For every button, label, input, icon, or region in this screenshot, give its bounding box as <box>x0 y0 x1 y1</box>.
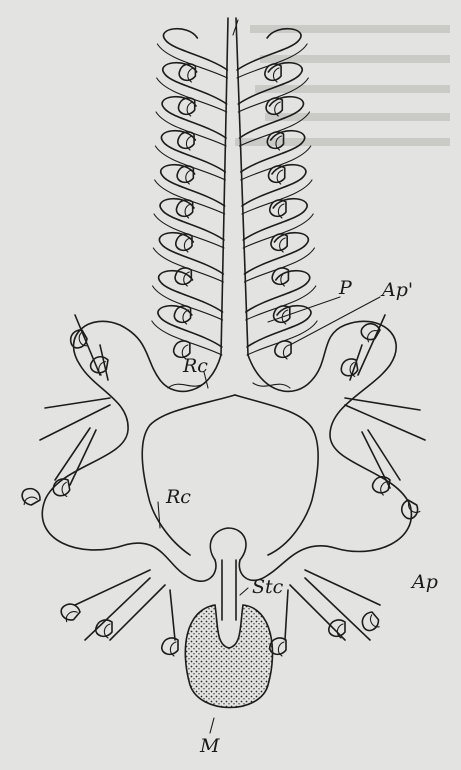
left-tentacle-bulb <box>174 306 190 324</box>
ring-tentacle-bulb <box>340 358 359 379</box>
left-branch <box>163 29 227 70</box>
left-branches <box>152 29 228 359</box>
left-branch-inner <box>154 214 224 248</box>
left-branch <box>159 233 223 274</box>
right-branch-inner <box>242 180 312 214</box>
right-tentacle-bulb <box>272 268 288 286</box>
label-P: P <box>338 277 353 299</box>
right-branch-inner <box>238 78 308 112</box>
label-Stc: Stc <box>252 576 284 598</box>
label-Rc-lower: Rc <box>165 486 191 508</box>
label-Ap: Ap <box>410 571 438 593</box>
left-branch <box>162 97 226 138</box>
left-branch-inner <box>153 248 223 282</box>
right-branch-inner <box>246 286 316 320</box>
left-branch-inner <box>155 180 225 214</box>
right-branch <box>242 165 306 206</box>
right-branch <box>237 29 301 70</box>
label-Rc-upper: Rc <box>182 355 208 377</box>
ring-tentacle-bulb <box>18 485 42 508</box>
right-branch <box>244 233 308 274</box>
label-Ap-prime: Ap' <box>380 279 413 301</box>
left-tentacle-bulb <box>178 98 194 116</box>
right-branch <box>247 306 311 347</box>
left-branch <box>161 165 225 206</box>
left-branch <box>160 199 224 240</box>
right-branch <box>241 131 305 172</box>
left-branch-inner <box>155 146 225 180</box>
left-branch <box>158 306 222 347</box>
left-tentacle-bulb <box>177 166 193 184</box>
bleed-through-text <box>235 25 450 146</box>
left-branch-inner <box>156 112 226 146</box>
right-branch-inner <box>247 321 317 355</box>
ring-tentacle-bulb <box>162 638 178 656</box>
tentacle-bulbs <box>18 320 422 656</box>
ring-tentacle-bulb <box>398 499 422 522</box>
left-tentacle-bulb <box>179 64 195 82</box>
manubrium-body <box>185 605 272 708</box>
left-tentacle-bulb <box>176 234 192 252</box>
left-branch-inner <box>157 78 227 112</box>
left-branch <box>161 131 225 172</box>
right-tentacle-bulb <box>275 341 291 359</box>
left-tentacle-bulb <box>178 132 194 150</box>
right-branch-inner <box>241 146 311 180</box>
label-M: M <box>199 735 220 757</box>
right-branch <box>238 63 302 104</box>
left-tentacle-bulb <box>176 200 192 218</box>
right-branch-inner <box>243 214 313 248</box>
left-branch-inner <box>152 321 222 355</box>
ring-tentacle-bulb <box>371 475 390 496</box>
left-branch <box>163 63 227 104</box>
manubrium <box>185 605 272 708</box>
ring-tentacle-bulb <box>329 620 345 638</box>
radial-canals <box>40 315 425 640</box>
right-branch <box>243 199 307 240</box>
left-branch-inner <box>157 44 227 78</box>
left-branch-inner <box>153 286 223 320</box>
ring-tentacle-bulb <box>358 610 382 634</box>
